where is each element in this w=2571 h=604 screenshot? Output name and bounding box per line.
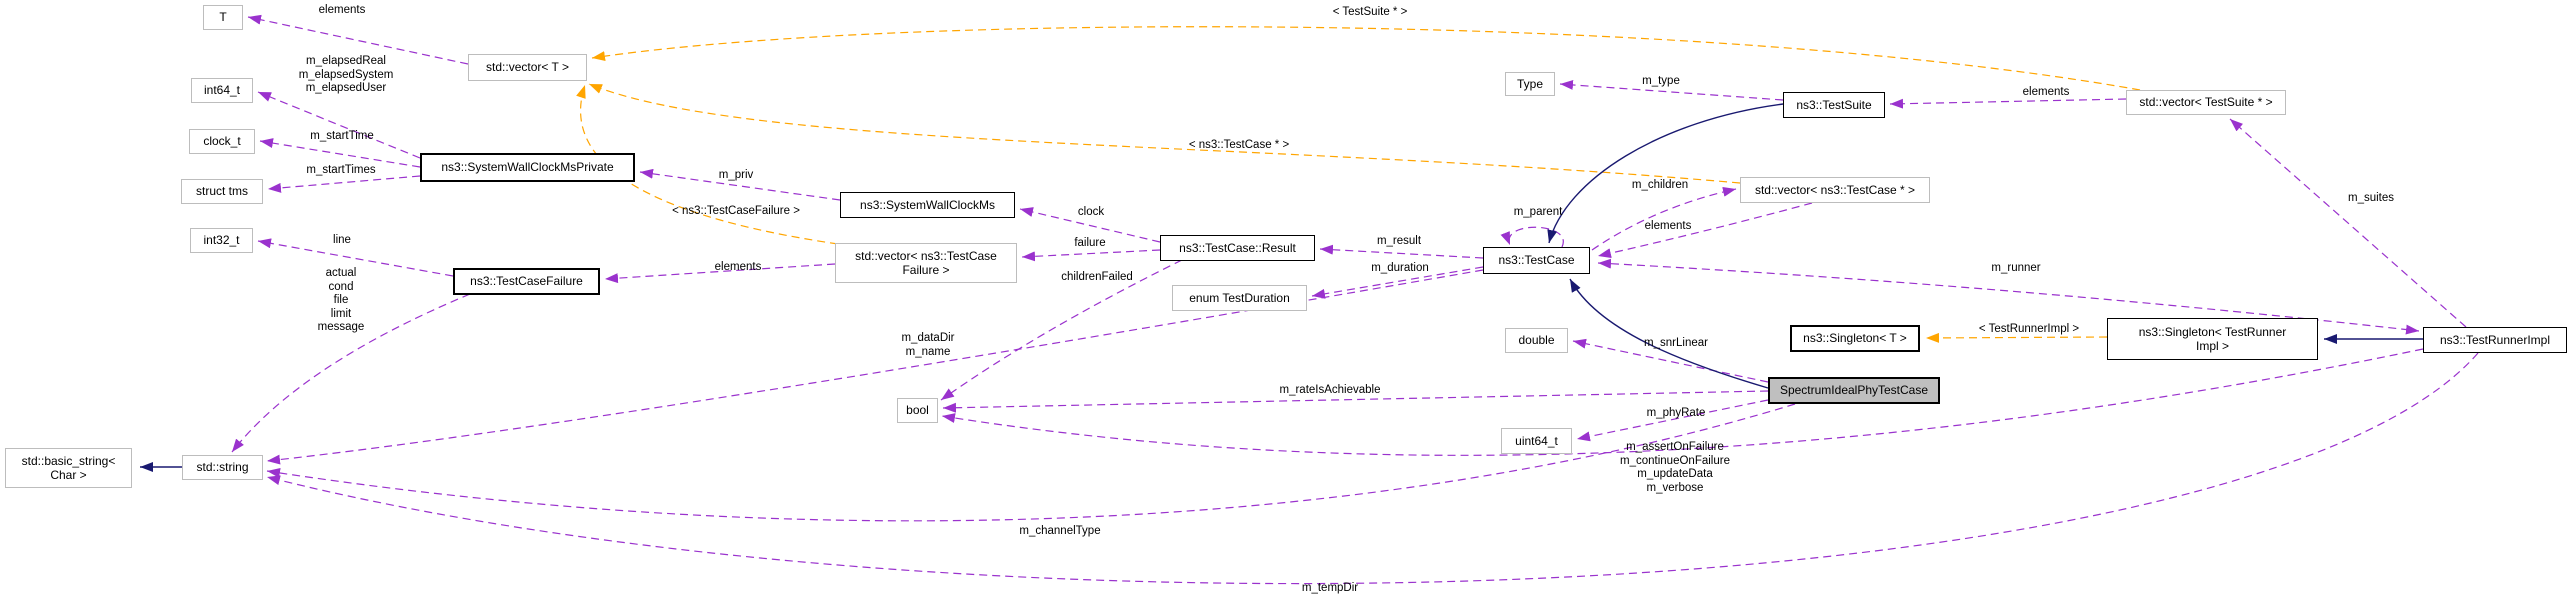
- label-line: line: [333, 234, 351, 246]
- edge-m-priv: [639, 168, 841, 201]
- edge-runner-flags: [941, 348, 2424, 456]
- node-singleton-t[interactable]: ns3::Singleton< T >: [1790, 325, 1920, 352]
- node-singleton-test-runner-impl[interactable]: ns3::Singleton< TestRunner Impl >: [2107, 318, 2318, 360]
- edge-m-suites: [2229, 118, 2467, 328]
- node-system-wall-clock-ms-private[interactable]: ns3::SystemWallClockMsPrivate: [420, 153, 635, 182]
- label-m-snr-linear: m_snrLinear: [1644, 337, 1708, 349]
- node-bool[interactable]: bool: [897, 398, 938, 423]
- edge-m-snr-linear: [1572, 338, 1769, 383]
- node-system-wall-clock-ms[interactable]: ns3::SystemWallClockMs: [840, 192, 1015, 218]
- edge-failure: [1021, 249, 1161, 262]
- node-int64-t[interactable]: int64_t: [191, 78, 253, 103]
- edge-tmpl-test-runner-impl: [1925, 332, 2108, 343]
- edge-m-duration: [1311, 266, 1484, 299]
- label-m-parent: m_parent: [1513, 206, 1563, 218]
- label-m-temp-dir: m_tempDir: [1301, 582, 1359, 594]
- label-m-channel-type: m_channelType: [1019, 525, 1101, 537]
- node-std-basic-string-char[interactable]: std::basic_string< Char >: [5, 448, 132, 488]
- edge-m-parent-loop: [1500, 226, 1564, 248]
- label-runner-flags: m_assertOnFailure m_continueOnFailure m_…: [1620, 441, 1730, 494]
- label-m-start-times: m_startTimes: [306, 164, 376, 176]
- label-m-children: m_children: [1631, 179, 1689, 191]
- label-elements-failure-vector: elements: [714, 261, 762, 273]
- node-double[interactable]: double: [1505, 328, 1568, 353]
- label-tmpl-test-case-ptr: < ns3::TestCase * >: [1188, 139, 1290, 151]
- node-std-string[interactable]: std::string: [182, 455, 263, 480]
- label-m-result: m_result: [1376, 235, 1422, 247]
- edge-tmpl-test-case-failure: [576, 84, 839, 245]
- node-spectrum-ideal-phy-test-case: SpectrumIdealPhyTestCase: [1768, 377, 1940, 404]
- node-test-runner-impl[interactable]: ns3::TestRunnerImpl: [2423, 327, 2567, 353]
- edge-tmpl-test-suite-ptr: [591, 26, 2141, 91]
- edge-m-type: [1559, 79, 1784, 101]
- label-m-phy-rate: m_phyRate: [1646, 407, 1706, 419]
- edge-inherit-spectrum-test-case: [1569, 278, 1769, 389]
- edge-m-channel-type: [266, 403, 1796, 522]
- edge-m-children: [1591, 186, 1737, 251]
- label-m-type: m_type: [1642, 75, 1680, 87]
- label-tmpl-test-runner-impl: < TestRunnerImpl >: [1978, 323, 2080, 335]
- edge-m-start-time: [259, 138, 421, 168]
- label-m-rate-is-achievable: m_rateIsAchievable: [1279, 384, 1381, 396]
- edge-children-failed: [940, 259, 1183, 401]
- label-m-priv: m_priv: [718, 169, 754, 181]
- edge-m-start-times: [267, 175, 421, 193]
- node-test-suite[interactable]: ns3::TestSuite: [1783, 92, 1885, 118]
- node-test-case-result[interactable]: ns3::TestCase::Result: [1160, 235, 1315, 261]
- edge-tmpl-test-case-ptr: [588, 83, 1741, 184]
- label-children-failed: childrenFailed: [1061, 271, 1133, 283]
- edge-m-result: [1319, 244, 1484, 259]
- node-std-vector-test-suite-ptr[interactable]: std::vector< TestSuite * >: [2126, 90, 2286, 115]
- node-int32-t[interactable]: int32_t: [190, 228, 253, 253]
- label-clock: clock: [1077, 206, 1105, 218]
- edge-clock: [1019, 207, 1161, 243]
- node-uint64-t[interactable]: uint64_t: [1501, 428, 1572, 454]
- label-failure: failure: [1074, 237, 1106, 249]
- edge-elements-test-suite-vector: [1889, 98, 2127, 109]
- edge-m-temp-dir: [266, 352, 2479, 585]
- node-t[interactable]: T: [203, 5, 243, 30]
- node-test-case-failure[interactable]: ns3::TestCaseFailure: [453, 268, 600, 295]
- label-elements-test-suite-vector: elements: [2022, 86, 2070, 98]
- label-failure-fields: actual cond file limit message: [317, 267, 365, 333]
- node-std-vector-t[interactable]: std::vector< T >: [468, 54, 587, 81]
- edge-failure-fields: [231, 293, 471, 453]
- edge-m-phy-rate: [1576, 399, 1769, 442]
- edge-elements-test-case-vector: [1597, 202, 1813, 259]
- edge-inherit-test-suite-test-case: [1547, 103, 1784, 244]
- label-m-suites: m_suites: [2347, 192, 2395, 204]
- edge-elements-vector-t: [247, 14, 469, 65]
- label-m-data-dir-name: m_dataDir m_name: [901, 332, 955, 358]
- label-m-start-time: m_startTime: [310, 130, 374, 142]
- label-m-duration: m_duration: [1371, 262, 1429, 274]
- node-std-vector-test-case-ptr[interactable]: std::vector< ns3::TestCase * >: [1740, 177, 1930, 203]
- edge-m-rate-is-achievable: [942, 390, 1769, 413]
- edge-line: [257, 238, 454, 277]
- label-m-runner: m_runner: [1991, 262, 2041, 274]
- label-elements-test-case-vector: elements: [1644, 220, 1692, 232]
- label-m-elapsed: m_elapsedReal m_elapsedSystem m_elapsedU…: [298, 55, 394, 94]
- node-enum-test-duration[interactable]: enum TestDuration: [1172, 285, 1307, 311]
- edge-m-elapsed: [257, 91, 421, 159]
- node-struct-tms[interactable]: struct tms: [181, 179, 263, 204]
- node-type[interactable]: Type: [1505, 72, 1555, 96]
- label-tmpl-test-suite-ptr: < TestSuite * >: [1332, 6, 1408, 18]
- node-std-vector-test-case-failure[interactable]: std::vector< ns3::TestCase Failure >: [835, 243, 1017, 283]
- label-elements-vector-t: elements: [318, 4, 366, 16]
- label-tmpl-test-case-failure: < ns3::TestCaseFailure >: [672, 205, 800, 217]
- node-test-case[interactable]: ns3::TestCase: [1483, 247, 1590, 274]
- node-clock-t[interactable]: clock_t: [189, 129, 255, 154]
